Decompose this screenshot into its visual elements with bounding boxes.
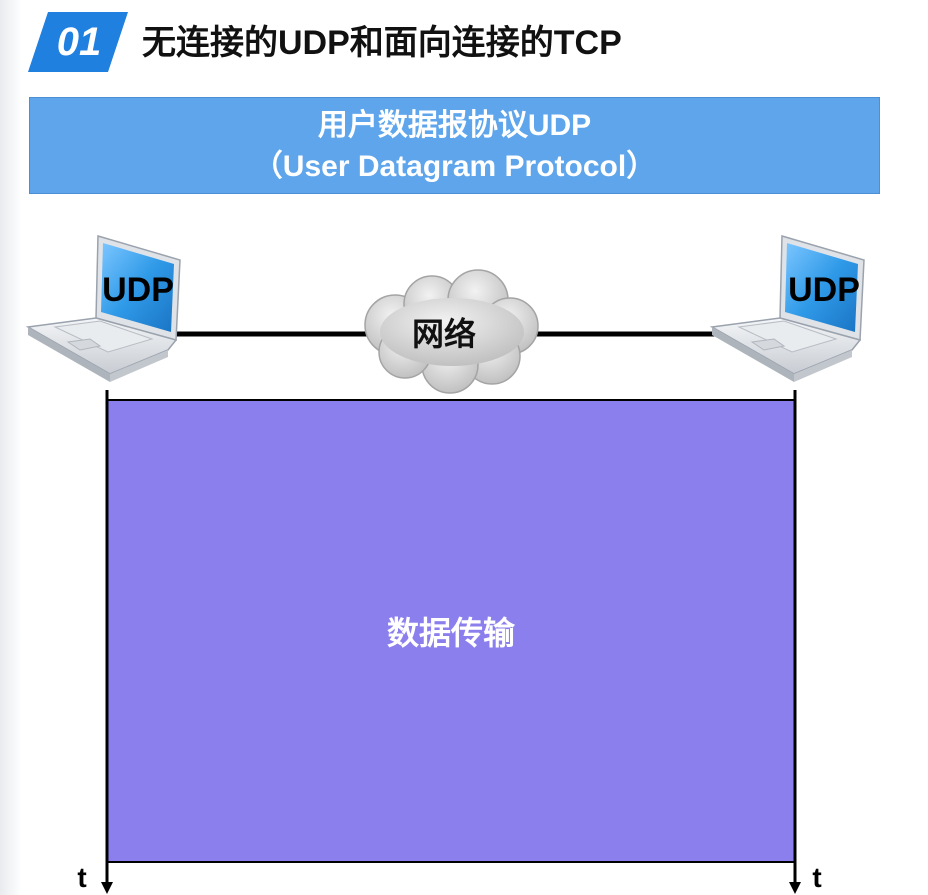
left-edge-shade: [0, 0, 22, 895]
cloud-icon: [364, 269, 539, 394]
left-host-label: UDP: [102, 271, 174, 309]
arrow-down-icon: [789, 882, 801, 894]
page-title: 无连接的UDP和面向连接的TCP: [142, 24, 622, 62]
data-transfer-label: 数据传输: [387, 615, 516, 651]
right-host-label: UDP: [788, 271, 860, 309]
laptop-icon: [25, 235, 181, 382]
left-timeline: [101, 390, 113, 894]
data-transfer-box: [106, 399, 796, 863]
udp-banner: 用户数据报协议UDP （User Datagram Protocol）: [29, 97, 880, 194]
laptop-icon: [709, 235, 865, 382]
banner-subtitle: （User Datagram Protocol）: [252, 150, 657, 183]
section-number: 01: [56, 20, 102, 64]
arrow-down-icon: [101, 882, 113, 894]
banner-title: 用户数据报协议UDP: [317, 109, 592, 142]
right-time-label: t: [812, 862, 821, 893]
right-timeline: [789, 390, 801, 894]
left-time-label: t: [77, 862, 86, 893]
network-label: 网络: [412, 316, 476, 352]
